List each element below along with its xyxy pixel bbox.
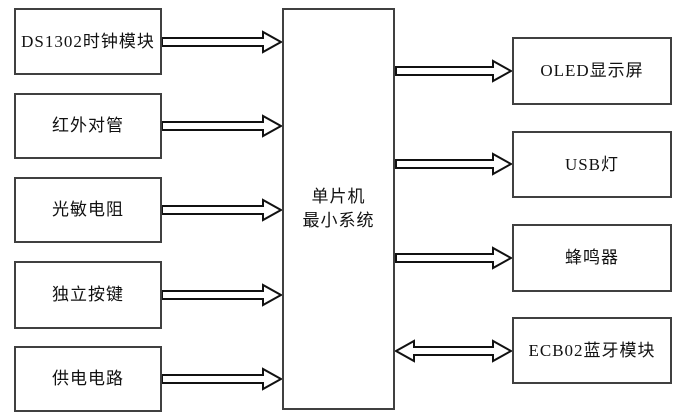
node-photoresistor: 光敏电阻 — [14, 177, 162, 243]
arrow-power-to-mcu — [161, 367, 284, 391]
node-ds1302-clock-module: DS1302时钟模块 — [14, 8, 162, 75]
node-ecb02-bluetooth-module: ECB02蓝牙模块 — [512, 317, 672, 384]
node-label-line1: 单片机 — [311, 187, 366, 206]
arrow-mcu-to-usb-light — [395, 152, 514, 176]
arrow-ds1302-to-mcu — [161, 30, 284, 54]
node-label: 独立按键 — [52, 285, 124, 304]
arrow-mcu-ecb02-bidirectional — [393, 339, 514, 363]
arrow-photoresistor-to-mcu — [161, 198, 284, 222]
node-power-supply-circuit: 供电电路 — [14, 346, 162, 412]
node-label: 光敏电阻 — [52, 200, 124, 219]
node-mcu-minimum-system: 单片机 最小系统 — [282, 8, 395, 410]
arrow-mcu-to-oled — [395, 59, 514, 83]
node-oled-display: OLED显示屏 — [512, 37, 672, 105]
node-infrared-pair-tube: 红外对管 — [14, 93, 162, 159]
node-label: USB灯 — [564, 154, 620, 174]
node-buzzer: 蜂鸣器 — [512, 224, 672, 292]
node-label: 红外对管 — [52, 116, 124, 135]
node-label-line2: 最小系统 — [302, 211, 375, 230]
arrow-infrared-to-mcu — [161, 114, 284, 138]
node-usb-light: USB灯 — [512, 131, 672, 198]
node-label: 蜂鸣器 — [565, 248, 619, 267]
node-label: DS1302时钟模块 — [21, 31, 155, 51]
node-label: OLED显示屏 — [540, 61, 644, 80]
node-label: 供电电路 — [52, 369, 124, 388]
node-label: ECB02蓝牙模块 — [528, 340, 656, 360]
node-independent-keys: 独立按键 — [14, 261, 162, 329]
arrow-mcu-to-buzzer — [395, 246, 514, 270]
arrow-keys-to-mcu — [161, 283, 284, 307]
